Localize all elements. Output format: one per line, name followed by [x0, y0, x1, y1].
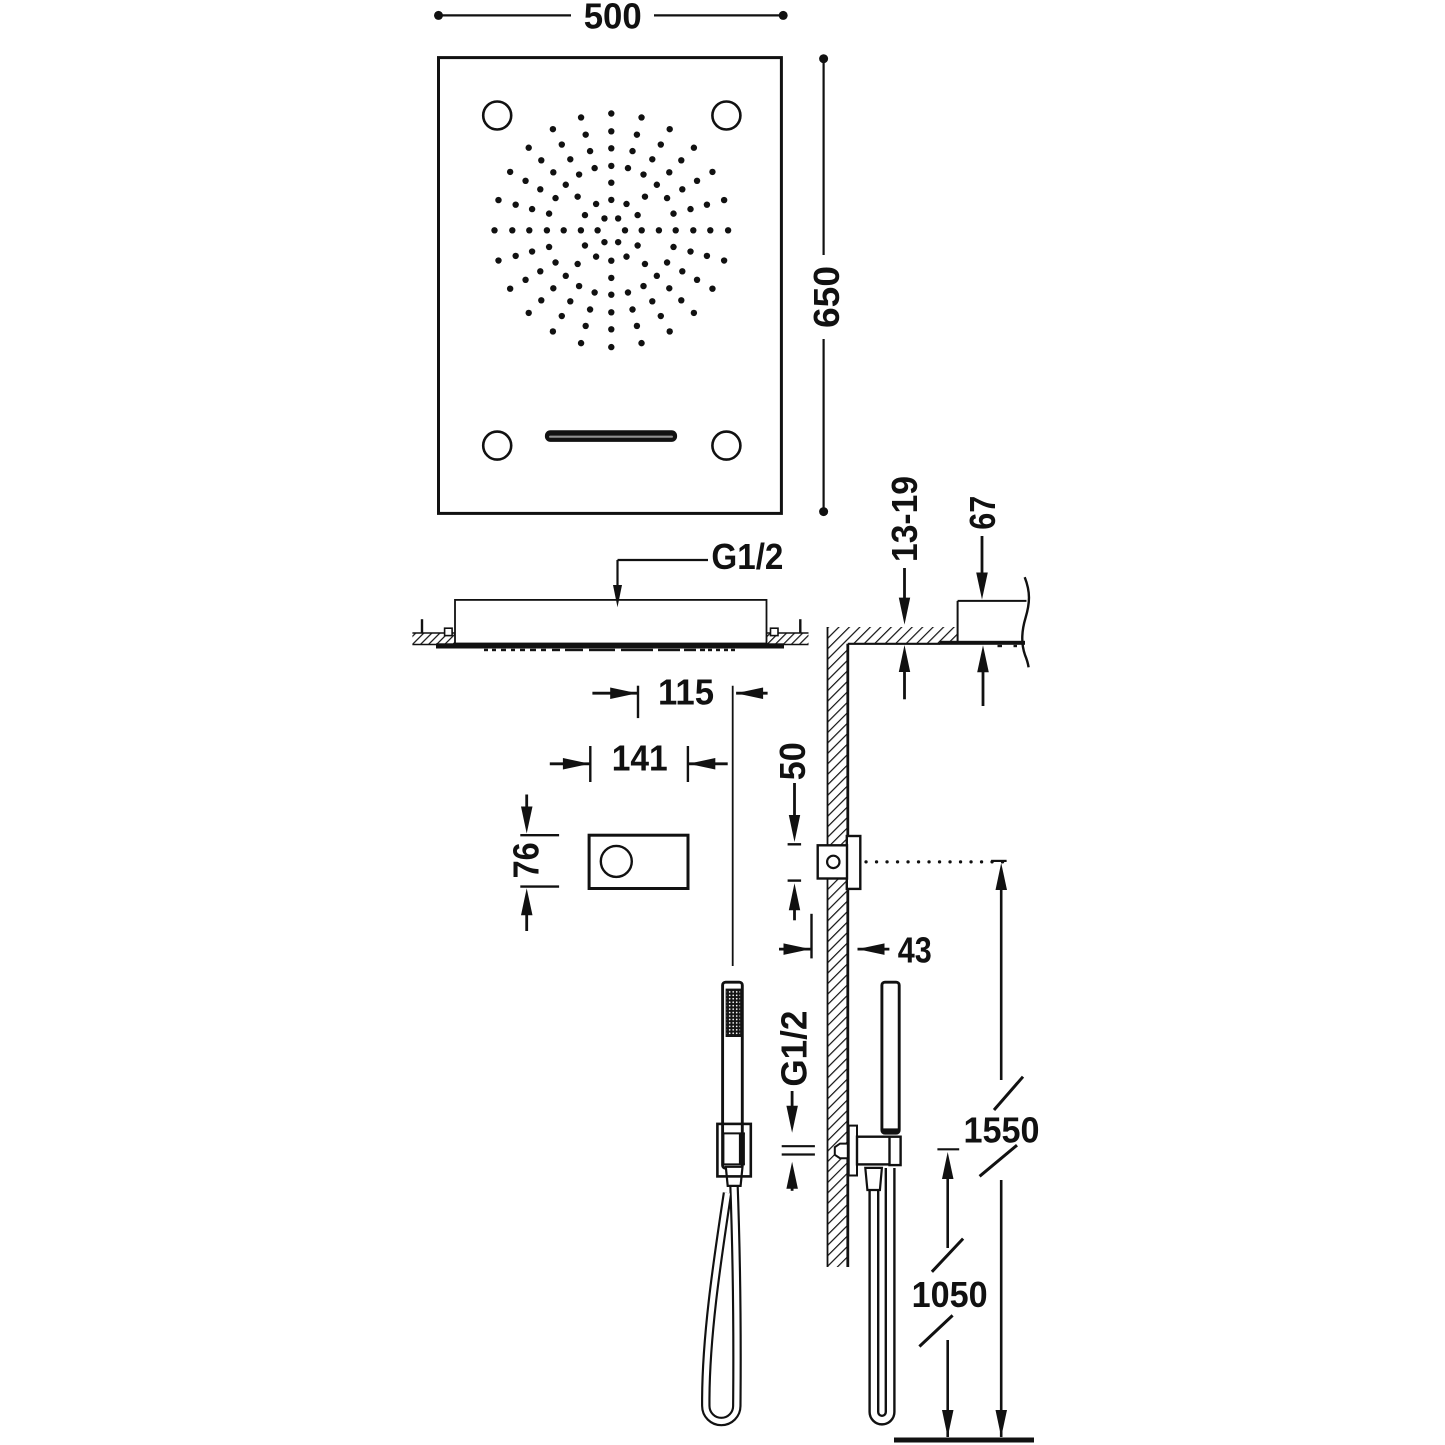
svg-text:500: 500 — [584, 0, 642, 37]
svg-text:G1/2: G1/2 — [711, 536, 783, 577]
svg-text:1050: 1050 — [912, 1274, 988, 1315]
svg-text:G1/2: G1/2 — [773, 1011, 814, 1087]
svg-text:1550: 1550 — [964, 1110, 1040, 1151]
svg-text:50: 50 — [772, 742, 813, 780]
svg-text:115: 115 — [658, 672, 714, 713]
svg-text:13-19: 13-19 — [884, 476, 925, 562]
svg-text:76: 76 — [505, 842, 546, 878]
svg-text:141: 141 — [612, 737, 668, 778]
svg-text:43: 43 — [898, 930, 932, 971]
svg-text:67: 67 — [962, 496, 1003, 530]
svg-text:650: 650 — [806, 266, 847, 328]
